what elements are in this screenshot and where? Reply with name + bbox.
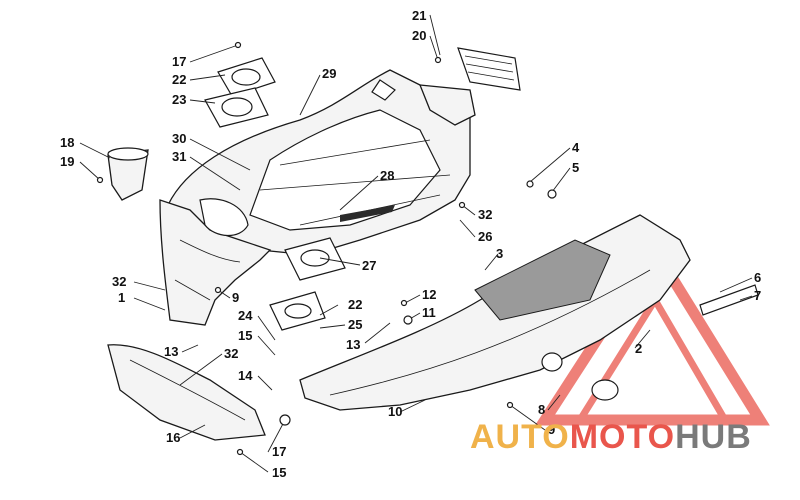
label-18: 18 <box>60 135 74 150</box>
label-13-mid: 13 <box>346 337 360 352</box>
front-nose-pan <box>107 344 266 441</box>
lower-belly-pan <box>299 214 691 411</box>
label-31: 31 <box>172 149 186 164</box>
label-1: 1 <box>118 290 125 305</box>
watermark-auto: AUTO <box>470 418 570 456</box>
label-14: 14 <box>238 368 253 383</box>
label-22-top: 22 <box>172 72 186 87</box>
label-25: 25 <box>348 317 362 332</box>
label-27: 27 <box>362 258 376 273</box>
label-13-left: 13 <box>164 344 178 359</box>
label-17-bottom: 17 <box>272 444 286 459</box>
label-28: 28 <box>380 168 394 183</box>
label-10: 10 <box>388 404 402 419</box>
label-21: 21 <box>412 8 426 23</box>
label-4: 4 <box>572 140 580 155</box>
label-23: 23 <box>172 92 186 107</box>
label-15-bottom: 15 <box>272 465 286 480</box>
label-32-right: 32 <box>478 207 492 222</box>
part-labels: 17 22 23 29 30 31 18 19 21 20 28 32 26 2… <box>60 8 761 480</box>
label-24: 24 <box>238 308 253 323</box>
label-17-top: 17 <box>172 54 186 69</box>
gasket-upper <box>204 57 276 128</box>
label-19: 19 <box>60 154 74 169</box>
label-20: 20 <box>412 28 426 43</box>
watermark-text: AUTOMOTOHUB <box>470 417 752 457</box>
label-12: 12 <box>422 287 436 302</box>
upper-right-vent <box>418 47 521 126</box>
fasteners <box>96 41 557 456</box>
label-30: 30 <box>172 131 186 146</box>
label-22-mid: 22 <box>348 297 362 312</box>
label-29: 29 <box>322 66 336 81</box>
label-6: 6 <box>754 270 761 285</box>
side-strip <box>699 284 759 316</box>
label-15-mid: 15 <box>238 328 252 343</box>
duct-cone <box>107 147 149 201</box>
label-32-lower: 32 <box>224 346 238 361</box>
label-11: 11 <box>422 305 436 320</box>
label-2: 2 <box>635 341 642 356</box>
label-9-left: 9 <box>232 290 239 305</box>
label-16: 16 <box>166 430 180 445</box>
label-32-left: 32 <box>112 274 126 289</box>
watermark-moto: MOTO <box>569 418 676 456</box>
label-9-right: 9 <box>548 422 555 437</box>
label-5: 5 <box>572 160 579 175</box>
label-26: 26 <box>478 229 492 244</box>
label-7: 7 <box>754 288 761 303</box>
left-side-panel <box>159 198 272 326</box>
upper-belly-pan <box>167 69 471 256</box>
label-3: 3 <box>496 246 503 261</box>
center-port <box>269 237 346 331</box>
label-8: 8 <box>538 402 545 417</box>
watermark-hub: HUB <box>675 418 752 456</box>
